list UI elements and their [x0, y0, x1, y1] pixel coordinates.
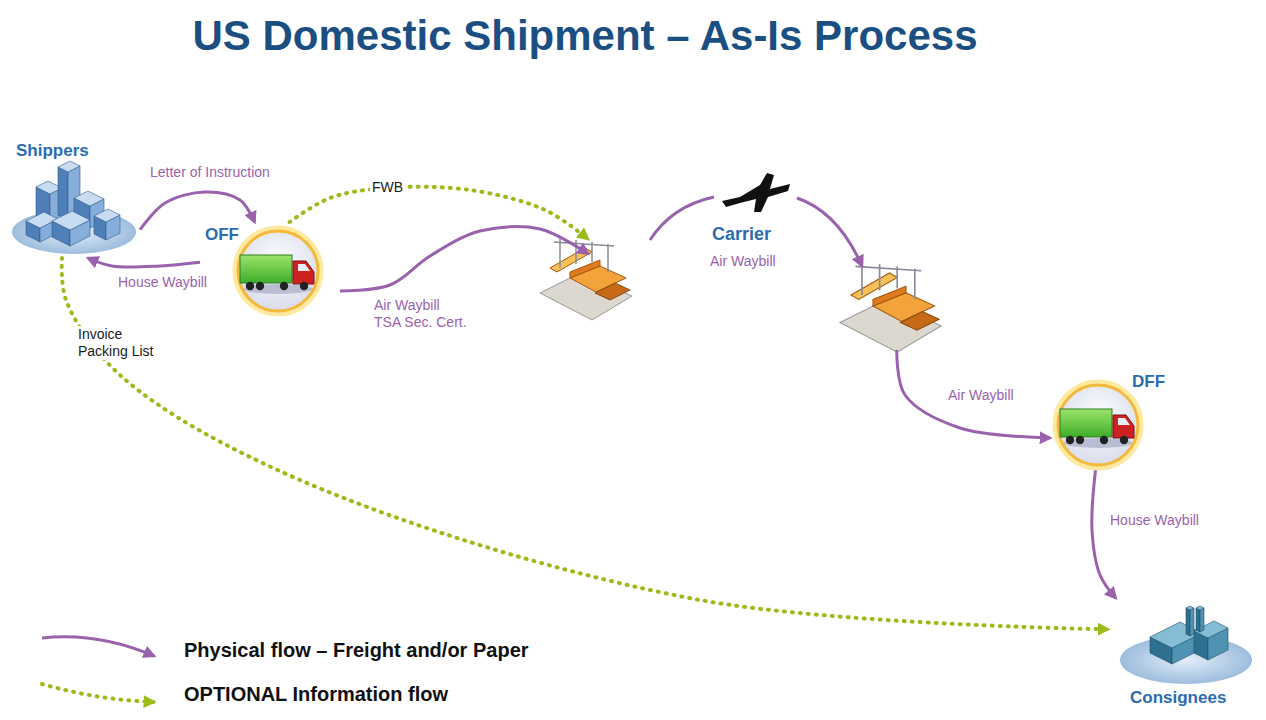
edge-label: Air Waybill TSA Sec. Cert.: [372, 297, 471, 331]
legend-text: OPTIONAL Information flow: [184, 683, 448, 706]
flight-arc: [797, 198, 862, 266]
physical-flow-arrow: [897, 350, 1050, 438]
destination-airport: [840, 262, 941, 352]
edge-label: Air Waybill: [946, 387, 1016, 404]
node-name: Consignees: [1130, 688, 1226, 708]
physical-flow-arrow: [340, 227, 588, 292]
origin-airport: [540, 238, 632, 320]
edge-label: House Waybill: [116, 274, 209, 291]
edge-label: Letter of Instruction: [148, 164, 272, 181]
carrier-node: CarrierAir Waybill: [588, 165, 960, 350]
info-flow-arrow: [62, 258, 1108, 629]
node-name: OFF: [205, 225, 239, 245]
legend: Physical flow – Freight and/or PaperOPTI…: [38, 628, 529, 716]
shipper-node: Shippers: [10, 140, 140, 258]
legend-row: Physical flow – Freight and/or Paper: [38, 628, 529, 672]
legend-sample: [38, 674, 170, 714]
forwarder-node: DFF: [1050, 370, 1180, 470]
node-name: Carrier: [712, 224, 771, 246]
consignee-node: Consignees: [1108, 598, 1262, 714]
truck-icon: [232, 225, 324, 317]
forwarder-node: OFF: [200, 222, 340, 318]
edge-label: Invoice Packing List: [76, 326, 170, 360]
node-note: Air Waybill: [710, 253, 776, 270]
edge-label: FWB: [370, 179, 405, 196]
node-name: DFF: [1132, 372, 1165, 392]
plane-icon: [720, 171, 792, 215]
physical-flow-arrow: [88, 258, 200, 267]
factory-icon: [1116, 602, 1256, 690]
legend-sample: [38, 630, 170, 670]
legend-row: OPTIONAL Information flow: [38, 672, 529, 716]
physical-flow-arrow: [1092, 470, 1116, 598]
physical-flow-arrow: [140, 192, 255, 230]
truck-icon: [1052, 379, 1144, 471]
buildings-icon: [10, 162, 140, 258]
edge-label: House Waybill: [1108, 512, 1201, 529]
title: US Domestic Shipment – As-Is Process: [0, 12, 1170, 60]
legend-text: Physical flow – Freight and/or Paper: [184, 639, 529, 662]
flight-arc: [650, 197, 714, 240]
node-name: Shippers: [16, 141, 89, 161]
